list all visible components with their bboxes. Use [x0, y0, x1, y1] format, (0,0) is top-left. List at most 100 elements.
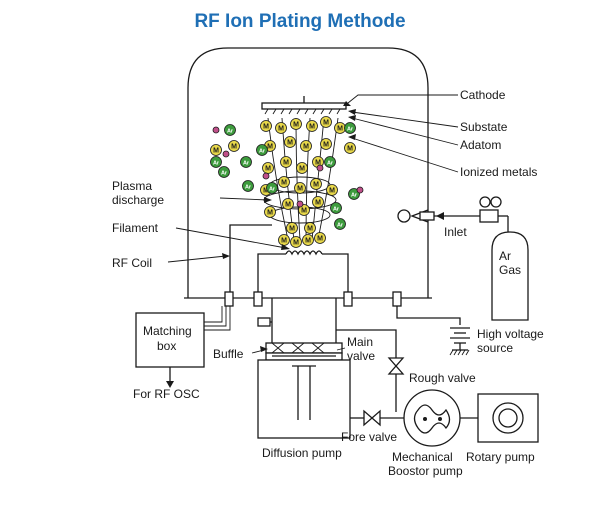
metal-particle: M — [275, 122, 287, 134]
metal-particle: M — [302, 234, 314, 246]
argon-particle: Ar — [242, 180, 254, 192]
label-cathode: Cathode — [460, 88, 506, 102]
svg-text:M: M — [267, 144, 273, 151]
svg-text:M: M — [323, 120, 329, 127]
argon-particle: Ar — [266, 182, 278, 194]
diffusion-pump — [257, 359, 351, 439]
svg-text:M: M — [289, 226, 295, 233]
metal-particle: M — [282, 198, 294, 210]
buffle — [265, 342, 343, 354]
argon-particle: Ar — [256, 144, 268, 156]
argon-particle: Ar — [210, 156, 222, 168]
svg-text:M: M — [263, 188, 269, 195]
high-voltage-source — [396, 306, 470, 356]
svg-text:Ar: Ar — [221, 171, 228, 177]
ion-particle — [316, 164, 324, 172]
ion-particle — [262, 172, 270, 180]
metal-particle: M — [228, 140, 240, 152]
svg-text:M: M — [278, 126, 284, 133]
svg-text:M: M — [281, 238, 287, 245]
diagram-title: RF Ion Plating Methode — [194, 11, 405, 32]
svg-text:Ar: Ar — [327, 161, 334, 167]
metal-particle: M — [210, 144, 222, 156]
argon-particle: Ar — [240, 156, 252, 168]
metal-particle: M — [280, 156, 292, 168]
metal-particle: M — [304, 222, 316, 234]
label-adatom: Adatom — [460, 138, 501, 152]
metal-particle: M — [344, 142, 356, 154]
svg-text:M: M — [293, 240, 299, 247]
svg-text:Ar: Ar — [347, 127, 354, 133]
svg-text:M: M — [281, 180, 287, 187]
rf-osc-arrow — [166, 367, 174, 388]
metal-particle: M — [278, 234, 290, 246]
svg-text:Ar: Ar — [337, 223, 344, 229]
label-filament: Filament — [112, 221, 159, 235]
metal-particle: M — [310, 178, 322, 190]
label-for-rf-osc: For RF OSC — [133, 387, 200, 401]
feedthroughs — [224, 291, 402, 307]
main-valve — [265, 352, 343, 361]
svg-text:Ar: Ar — [243, 161, 250, 167]
svg-text:Ar: Ar — [351, 193, 358, 199]
matching-box — [135, 312, 205, 368]
argon-particle: Ar — [344, 122, 356, 134]
label-ionized-metals: Ionized metals — [460, 165, 537, 179]
svg-text:Ar: Ar — [269, 187, 276, 193]
label-high-voltage-line2: source — [477, 341, 513, 355]
svg-text:M: M — [293, 122, 299, 129]
svg-text:M: M — [213, 148, 219, 155]
metal-particle: M — [290, 118, 302, 130]
svg-text:M: M — [347, 146, 353, 153]
svg-text:M: M — [313, 182, 319, 189]
metal-particle: M — [286, 222, 298, 234]
svg-text:Ar: Ar — [259, 149, 266, 155]
svg-text:M: M — [265, 166, 271, 173]
svg-text:M: M — [297, 186, 303, 193]
svg-text:Ar: Ar — [333, 207, 340, 213]
metal-particle: M — [320, 138, 332, 150]
svg-text:M: M — [285, 202, 291, 209]
cathode-assembly — [261, 96, 347, 115]
metal-particle: M — [296, 162, 308, 174]
rotary-pump — [477, 393, 539, 443]
argon-particle: Ar — [324, 156, 336, 168]
gas-inlet — [397, 196, 509, 232]
svg-text:M: M — [337, 126, 343, 133]
argon-gas-cylinder — [491, 231, 529, 321]
metal-particle: M — [298, 204, 310, 216]
svg-text:M: M — [283, 160, 289, 167]
svg-text:Ar: Ar — [245, 185, 252, 191]
matching-box-leads — [204, 306, 231, 331]
label-main-valve-line1: Main — [347, 335, 373, 349]
svg-text:M: M — [299, 166, 305, 173]
rough-line — [336, 329, 405, 412]
argon-particle: Ar — [218, 166, 230, 178]
label-booster-line2: Boostor pump — [388, 464, 463, 478]
label-matching-line2: box — [157, 339, 176, 353]
label-buffle: Buffle — [213, 347, 244, 361]
argon-particle: Ar — [334, 218, 346, 230]
labels: Cathode Substate Adatom Ionized metals P… — [112, 88, 544, 478]
metal-particle: M — [314, 232, 326, 244]
svg-text:M: M — [267, 210, 273, 217]
label-ar-line1: Ar — [499, 249, 511, 263]
argon-particle: Ar — [348, 188, 360, 200]
metal-particle: M — [260, 120, 272, 132]
fore-line — [350, 409, 410, 427]
svg-text:M: M — [263, 124, 269, 131]
metal-particle: M — [326, 184, 338, 196]
ion-particle — [212, 126, 220, 134]
label-plasma-line1: Plasma — [112, 179, 152, 193]
pumping-duct — [257, 298, 337, 345]
metal-particle: M — [278, 176, 290, 188]
metal-particle: M — [294, 182, 306, 194]
argon-particle: Ar — [330, 202, 342, 214]
metal-particle: M — [320, 116, 332, 128]
svg-text:Ar: Ar — [213, 161, 220, 167]
vacuum-chamber — [187, 47, 429, 298]
diffusion-pump-jet — [292, 365, 316, 420]
svg-text:M: M — [323, 142, 329, 149]
